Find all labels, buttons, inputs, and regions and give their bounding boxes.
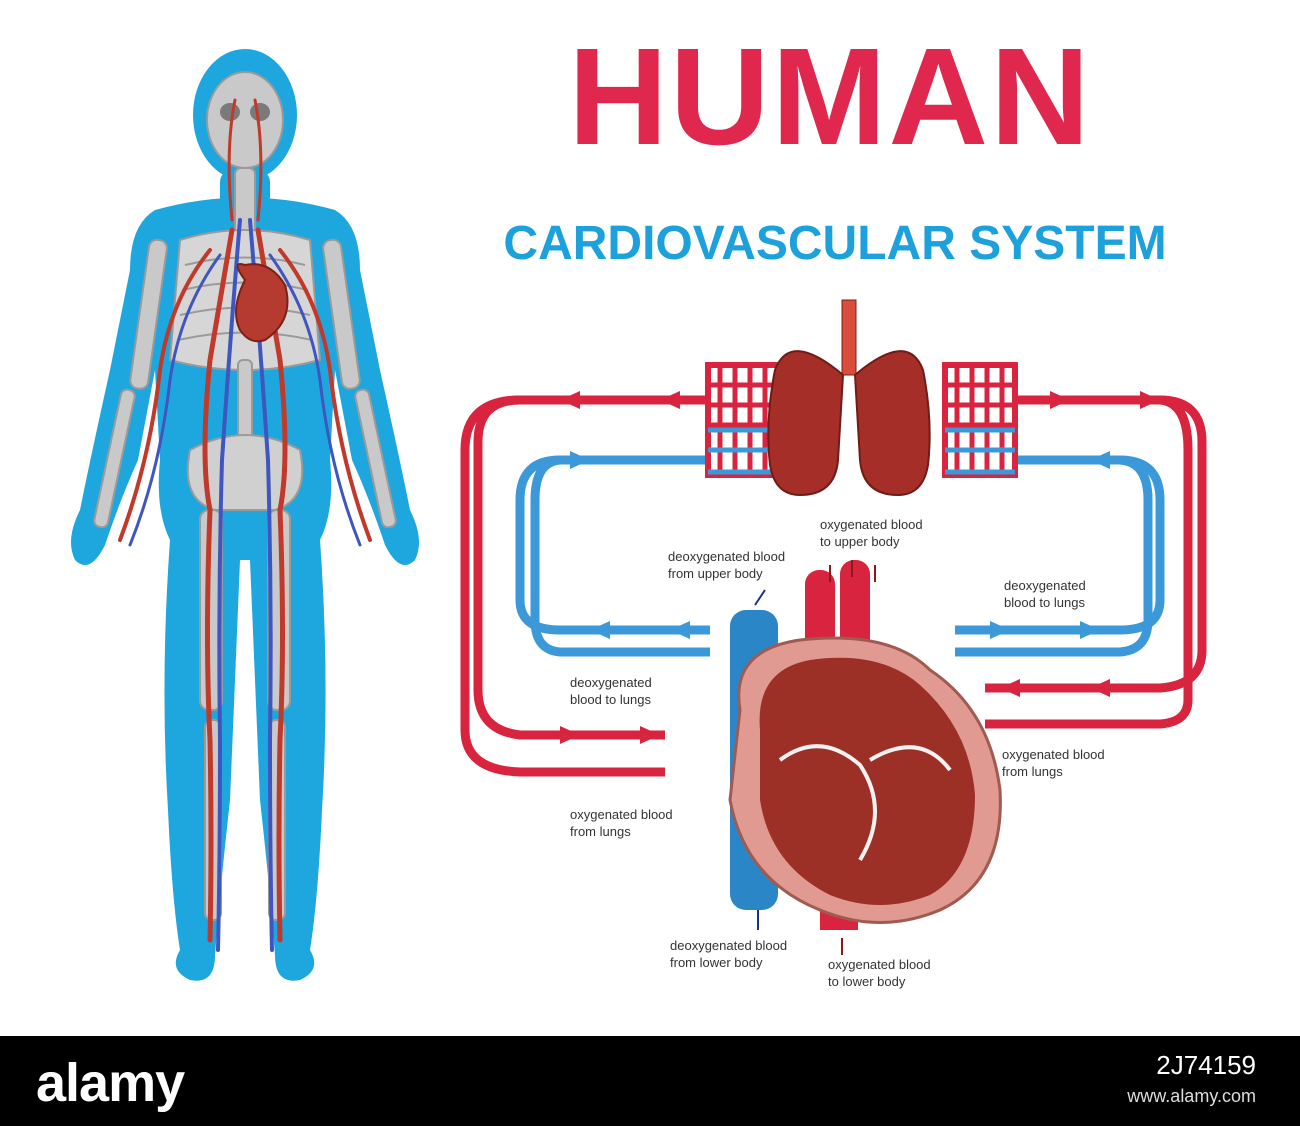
watermark-footer: alamy 2J74159 www.alamy.com <box>0 1036 1300 1126</box>
label-line: deoxygenated blood <box>670 938 788 953</box>
oxygenated-loop <box>460 395 1207 777</box>
label-line: to lower body <box>828 974 906 989</box>
label-line: oxygenated blood <box>1002 747 1105 762</box>
label-line: oxygenated blood <box>820 517 923 532</box>
label-deoxygenated-lungs-right: deoxygenated blood to lungs <box>1004 577 1154 611</box>
label-oxygenated-lungs-right: oxygenated blood from lungs <box>1002 746 1152 780</box>
page-subtitle: CARDIOVASCULAR SYSTEM <box>503 217 1167 270</box>
capillary-grid-right <box>942 362 1018 478</box>
label-line: deoxygenated blood <box>668 549 786 564</box>
label-line: from lower body <box>670 955 763 970</box>
label-line: from lungs <box>570 824 631 839</box>
alamy-logo: alamy <box>36 1053 185 1113</box>
label-line: blood to lungs <box>1004 595 1085 610</box>
label-line: blood to lungs <box>570 692 651 707</box>
body-heart <box>235 263 289 343</box>
label-oxygenated-lower: oxygenated blood to lower body <box>828 956 978 990</box>
deoxygenated-loop <box>515 455 1165 657</box>
label-oxygenated-lungs-left: oxygenated blood from lungs <box>570 806 720 840</box>
label-line: deoxygenated <box>570 675 652 690</box>
lungs <box>767 299 931 497</box>
label-line: from upper body <box>668 566 763 581</box>
stock-image-id: 2J74159 <box>1156 1050 1256 1080</box>
label-line: oxygenated blood <box>828 957 931 972</box>
capillary-grid-left <box>705 362 781 478</box>
skeleton <box>93 71 397 921</box>
label-pointer-arrows <box>754 560 876 955</box>
human-body-illustration <box>71 49 419 981</box>
label-line: deoxygenated <box>1004 578 1086 593</box>
label-line: oxygenated blood <box>570 807 673 822</box>
circulation-diagram <box>460 299 1207 955</box>
label-deoxygenated-upper: deoxygenated blood from upper body <box>668 548 818 582</box>
label-line: from lungs <box>1002 764 1063 779</box>
label-oxygenated-upper: oxygenated blood to upper body <box>820 516 970 550</box>
page-title: HUMAN <box>568 20 1092 174</box>
label-deoxygenated-lungs-left: deoxygenated blood to lungs <box>570 674 720 708</box>
flow-arrows <box>560 391 1160 744</box>
label-line: to upper body <box>820 534 900 549</box>
label-deoxygenated-lower: deoxygenated blood from lower body <box>670 937 820 971</box>
cross-section-heart <box>728 560 1002 930</box>
stock-website: www.alamy.com <box>1127 1086 1256 1106</box>
